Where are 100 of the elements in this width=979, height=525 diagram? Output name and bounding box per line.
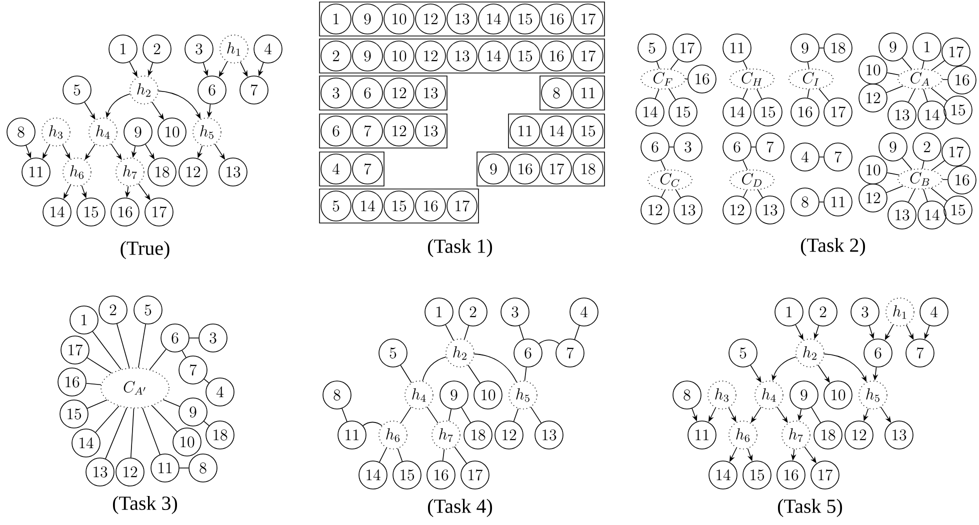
circle-node: $7$	[824, 142, 852, 172]
circle-node: $2$	[142, 34, 172, 64]
circle-node: $15$	[60, 400, 88, 428]
circle-node: $3$	[500, 298, 530, 326]
connector-line	[656, 61, 660, 70]
circle-node: $17$	[541, 154, 572, 184]
connector-line	[204, 378, 210, 384]
group-box	[319, 38, 605, 74]
circle-node: $8$	[322, 380, 352, 410]
circle-node: $12$	[384, 116, 414, 146]
circle-node: $6$	[160, 324, 190, 352]
connector-line	[902, 58, 912, 70]
connector-line	[931, 60, 945, 71]
connector-line	[756, 88, 762, 100]
circle-node: $16$	[776, 460, 806, 490]
dotted-circle-node: $h_6$	[378, 420, 408, 450]
circle-node: $18$	[572, 154, 604, 184]
dotted-circle-node: $h_3$	[708, 380, 736, 410]
circle-node: $18$	[814, 420, 842, 450]
connector-line	[669, 146, 674, 148]
group-box	[319, 114, 448, 148]
circle-node: $16$	[948, 66, 976, 94]
circle-node: $10$	[824, 380, 852, 410]
circle-node: $17$	[942, 138, 970, 166]
circle-node: $14$	[478, 4, 509, 34]
circle-node: $16$	[426, 460, 456, 490]
dotted-circle-node: $h_7$	[782, 420, 810, 450]
circle-node: $13$	[888, 100, 916, 130]
circle-node: $12$	[116, 458, 144, 486]
circle-node: $3$	[850, 298, 880, 326]
circle-node: $11$	[22, 158, 50, 186]
connector-line	[942, 179, 948, 180]
caption: (Task 4)	[428, 498, 492, 518]
circle-node: $13$	[218, 158, 248, 186]
connector-line	[342, 408, 348, 422]
circle-node: $7$	[352, 154, 383, 184]
connector-line	[660, 160, 666, 170]
connector-line	[474, 354, 518, 382]
connector-line	[908, 88, 916, 103]
circle-node: $15$	[944, 96, 972, 124]
connector-line	[182, 350, 186, 358]
circle-node: $11$	[338, 420, 366, 450]
circle-node: $2$	[458, 298, 488, 326]
dotted-circle-node: $h_7$	[432, 420, 460, 450]
circle-node: $13$	[888, 200, 916, 230]
circle-node: $9$	[790, 380, 818, 410]
circle-node: $15$	[384, 190, 414, 222]
circle-node: $12$	[722, 196, 752, 224]
circle-node: $12$	[494, 420, 524, 450]
circle-node: $8$	[672, 380, 702, 410]
circle-node: $6$	[514, 338, 542, 368]
circle-node: $15$	[510, 40, 540, 72]
dotted-circle-node: $h_4$	[404, 380, 434, 410]
caption: (Task 3)	[113, 496, 178, 514]
connector-line	[86, 382, 102, 386]
connector-line	[818, 88, 830, 102]
connector-line	[379, 447, 387, 463]
circle-node: $13$	[446, 40, 478, 72]
circle-node: $17$	[446, 190, 478, 222]
circle-node: $1$	[70, 306, 98, 334]
connector-line	[538, 340, 560, 344]
circle-node: $10$	[858, 156, 888, 184]
circle-node: $12$	[415, 4, 446, 34]
circle-node: $18$	[206, 420, 234, 450]
caption: (Task 2)	[800, 238, 865, 256]
connector-line	[661, 190, 666, 198]
circle-node: $9$	[440, 380, 468, 410]
dotted-circle-node: $h_4$	[88, 118, 118, 146]
caption: (Task 1)	[428, 238, 492, 258]
circle-node: $9$	[352, 4, 383, 34]
circle-node: $9$	[178, 398, 208, 426]
dotted-ellipse-node: $C_A$	[898, 68, 942, 90]
circle-node: $15$	[944, 196, 972, 224]
connector-line	[162, 399, 180, 407]
circle-node: $16$	[790, 98, 820, 126]
circle-node: $15$	[754, 98, 782, 126]
circle-node: $15$	[392, 460, 422, 490]
dotted-circle-node: $h_6$	[62, 158, 92, 186]
circle-node: $13$	[415, 116, 446, 146]
circle-node: $15$	[510, 4, 540, 34]
connector-line	[685, 78, 688, 80]
circle-node: $7$	[178, 356, 208, 384]
dotted-circle-node: $h_2$	[446, 338, 474, 368]
circle-node: $5$	[638, 34, 666, 62]
circle-node: $16$	[948, 166, 976, 194]
caption: (Task 5)	[778, 498, 842, 518]
connector-line	[513, 408, 519, 422]
circle-node: $12$	[384, 78, 414, 108]
circle-node: $12$	[858, 184, 888, 212]
connector-line	[886, 72, 900, 76]
connector-line	[751, 146, 756, 148]
circle-node: $10$	[858, 56, 888, 84]
connector-line	[524, 366, 527, 382]
caption: (True)	[120, 240, 170, 260]
circle-node: $11$	[722, 34, 752, 62]
circle-node: $9$	[878, 132, 908, 162]
connector-line	[676, 190, 681, 198]
circle-node: $12$	[178, 158, 208, 186]
circle-node: $9$	[352, 40, 383, 72]
circle-node: $13$	[415, 78, 446, 108]
